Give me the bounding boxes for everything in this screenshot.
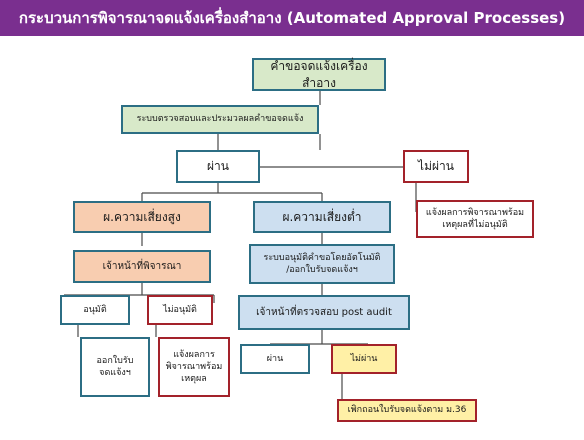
auto-approve-label: ระบบอนุมัติคำขอโดยอัตโนมัติ /ออกใบรับจดแ… <box>263 252 381 275</box>
low-risk-label: ผ.ความเสี่ยงต่ำ <box>282 209 362 224</box>
fail-label: ไม่ผ่าน <box>418 159 454 174</box>
fail-notice-node: แจ้งผลการพิจารณาพร้อม เหตุผลที่ไม่อนุมัต… <box>416 200 534 238</box>
request-node: คำขอจดแจ้งเครื่องสำอาง <box>252 58 386 91</box>
audit-fail-node: ไม่ผ่าน <box>331 344 397 374</box>
post-audit-officer-node: เจ้าหน้าที่ตรวจสอบ post audit <box>238 295 410 330</box>
officer-review-node: เจ้าหน้าที่พิจารณา <box>73 250 211 283</box>
post-audit-officer-label: เจ้าหน้าที่ตรวจสอบ post audit <box>256 306 392 318</box>
not-approve-node: ไม่อนุมัติ <box>147 295 213 325</box>
audit-fail-label: ไม่ผ่าน <box>350 353 378 364</box>
fail-node: ไม่ผ่าน <box>403 150 469 183</box>
pass-node: ผ่าน <box>176 150 260 183</box>
pass-label: ผ่าน <box>207 159 229 174</box>
page-title: กระบวนการพิจารณาจดแจ้งเครื่องสำอาง (Auto… <box>18 9 566 27</box>
header-bar: กระบวนการพิจารณาจดแจ้งเครื่องสำอาง (Auto… <box>0 0 584 36</box>
screening-node: ระบบตรวจสอบและประมวลผลคำขอจดแจ้ง <box>121 105 319 134</box>
high-risk-node: ผ.ความเสี่ยงสูง <box>73 201 211 233</box>
request-label: คำขอจดแจ้งเครื่องสำอาง <box>270 59 368 90</box>
approve-node: อนุมัติ <box>60 295 130 325</box>
revoke-label: เพิกถอนใบรับจดแจ้งตาม ม.36 <box>347 405 467 416</box>
revoke-node: เพิกถอนใบรับจดแจ้งตาม ม.36 <box>337 399 477 422</box>
officer-review-label: เจ้าหน้าที่พิจารณา <box>102 260 182 272</box>
high-risk-label: ผ.ความเสี่ยงสูง <box>103 209 181 224</box>
low-risk-node: ผ.ความเสี่ยงต่ำ <box>253 201 391 233</box>
audit-pass-label: ผ่าน <box>266 353 284 364</box>
notify-result-label: แจ้งผลการ พิจารณาพร้อม เหตุผล <box>165 349 223 385</box>
notify-result-node: แจ้งผลการ พิจารณาพร้อม เหตุผล <box>158 337 230 397</box>
auto-approve-node: ระบบอนุมัติคำขอโดยอัตโนมัติ /ออกใบรับจดแ… <box>249 244 395 284</box>
screening-label: ระบบตรวจสอบและประมวลผลคำขอจดแจ้ง <box>136 114 304 125</box>
audit-pass-node: ผ่าน <box>240 344 310 374</box>
approve-label: อนุมัติ <box>83 304 107 315</box>
fail-notice-label: แจ้งผลการพิจารณาพร้อม เหตุผลที่ไม่อนุมัต… <box>425 207 525 230</box>
not-approve-label: ไม่อนุมัติ <box>163 304 197 315</box>
issue-receipt-label: ออกใบรับ จดแจ้งฯ <box>96 355 134 378</box>
issue-receipt-node: ออกใบรับ จดแจ้งฯ <box>80 337 150 397</box>
